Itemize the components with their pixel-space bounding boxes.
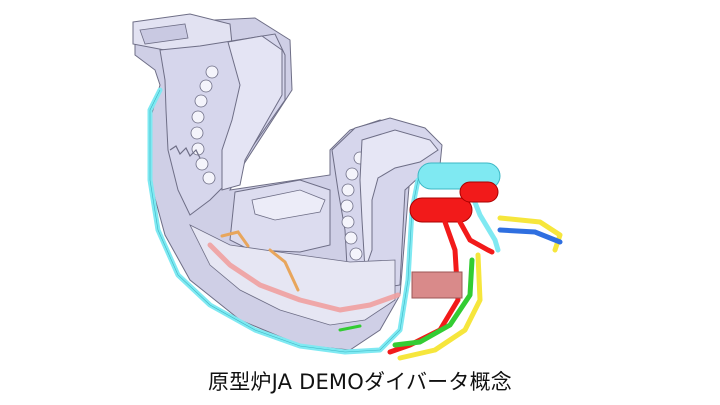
- red-supply-pipe: [457, 219, 495, 255]
- orange-support-left: [220, 230, 250, 248]
- yellow-down-pipe: [397, 252, 483, 361]
- red-header-upper: [459, 181, 499, 203]
- green-internal-pipe: [338, 324, 362, 332]
- outer-target-right: [359, 129, 439, 271]
- orange-support-center: [268, 248, 300, 292]
- pink-manifold-block: [411, 271, 463, 299]
- cassette-top-notch: [139, 23, 189, 45]
- cyan-coolant-pipe-outline: [149, 89, 431, 353]
- blue-pipe: [497, 227, 563, 245]
- red-feed-pipe: [387, 219, 461, 355]
- pink-coolant-pipe: [207, 242, 401, 313]
- red-header-manifold: [409, 197, 473, 223]
- diagram-caption: 原型炉JA DEMOダイバータ概念: [208, 370, 512, 394]
- dome-top: [251, 189, 326, 221]
- divertor-cutaway-diagram: [132, 13, 563, 361]
- spring-coil: [169, 145, 201, 159]
- coolant-channels-left: [190, 65, 219, 185]
- inner-target-left: [221, 35, 283, 191]
- green-pipe: [392, 257, 475, 348]
